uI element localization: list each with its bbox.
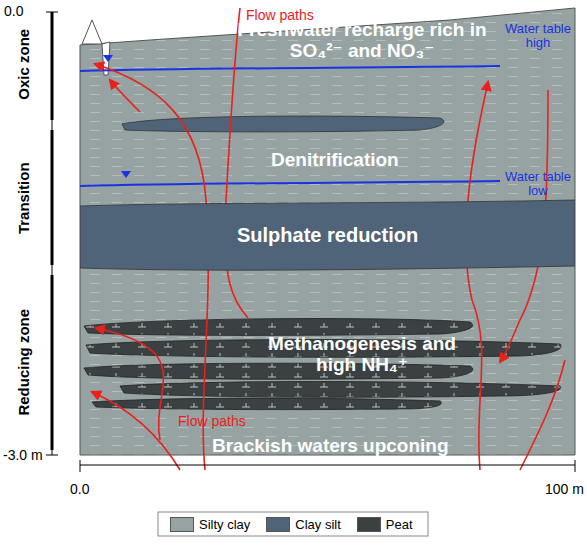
band-label: Sulphate reduction [237,224,418,246]
process-label: Methanogenesis and high NH₄⁺ [247,334,477,376]
legend-text: Peat [386,517,413,532]
legend-swatch [357,517,381,532]
flow-label: Flow paths [178,414,246,429]
axis-value: 0.0 [70,482,89,497]
legend-text: Clay silt [295,517,341,532]
axis-value: 100 m [545,482,584,497]
axis-value: -3.0 m [3,448,43,463]
axis-value: 0.0 [4,4,23,19]
zone-label: Reducing zone [16,309,33,416]
legend-item: Silty clay [170,517,250,532]
zone-label: Transition [16,162,33,234]
legend-item: Peat [357,517,413,532]
process-label: Freshwater recharge rich in SO₄²⁻ and NO… [222,20,502,62]
zone-label: Oxic zone [16,29,33,100]
legend-swatch [170,517,194,532]
legend-swatch [266,517,290,532]
clay-silt-band: Sulphate reduction [80,198,575,272]
process-label: Brackish waters upconing [212,436,449,457]
legend-item: Clay silt [266,517,341,532]
process-label: Denitrification [271,150,399,171]
water-table-label: Water table low [500,170,576,199]
water-table-label: Water table high [500,22,576,51]
legend-text: Silty clay [199,517,250,532]
